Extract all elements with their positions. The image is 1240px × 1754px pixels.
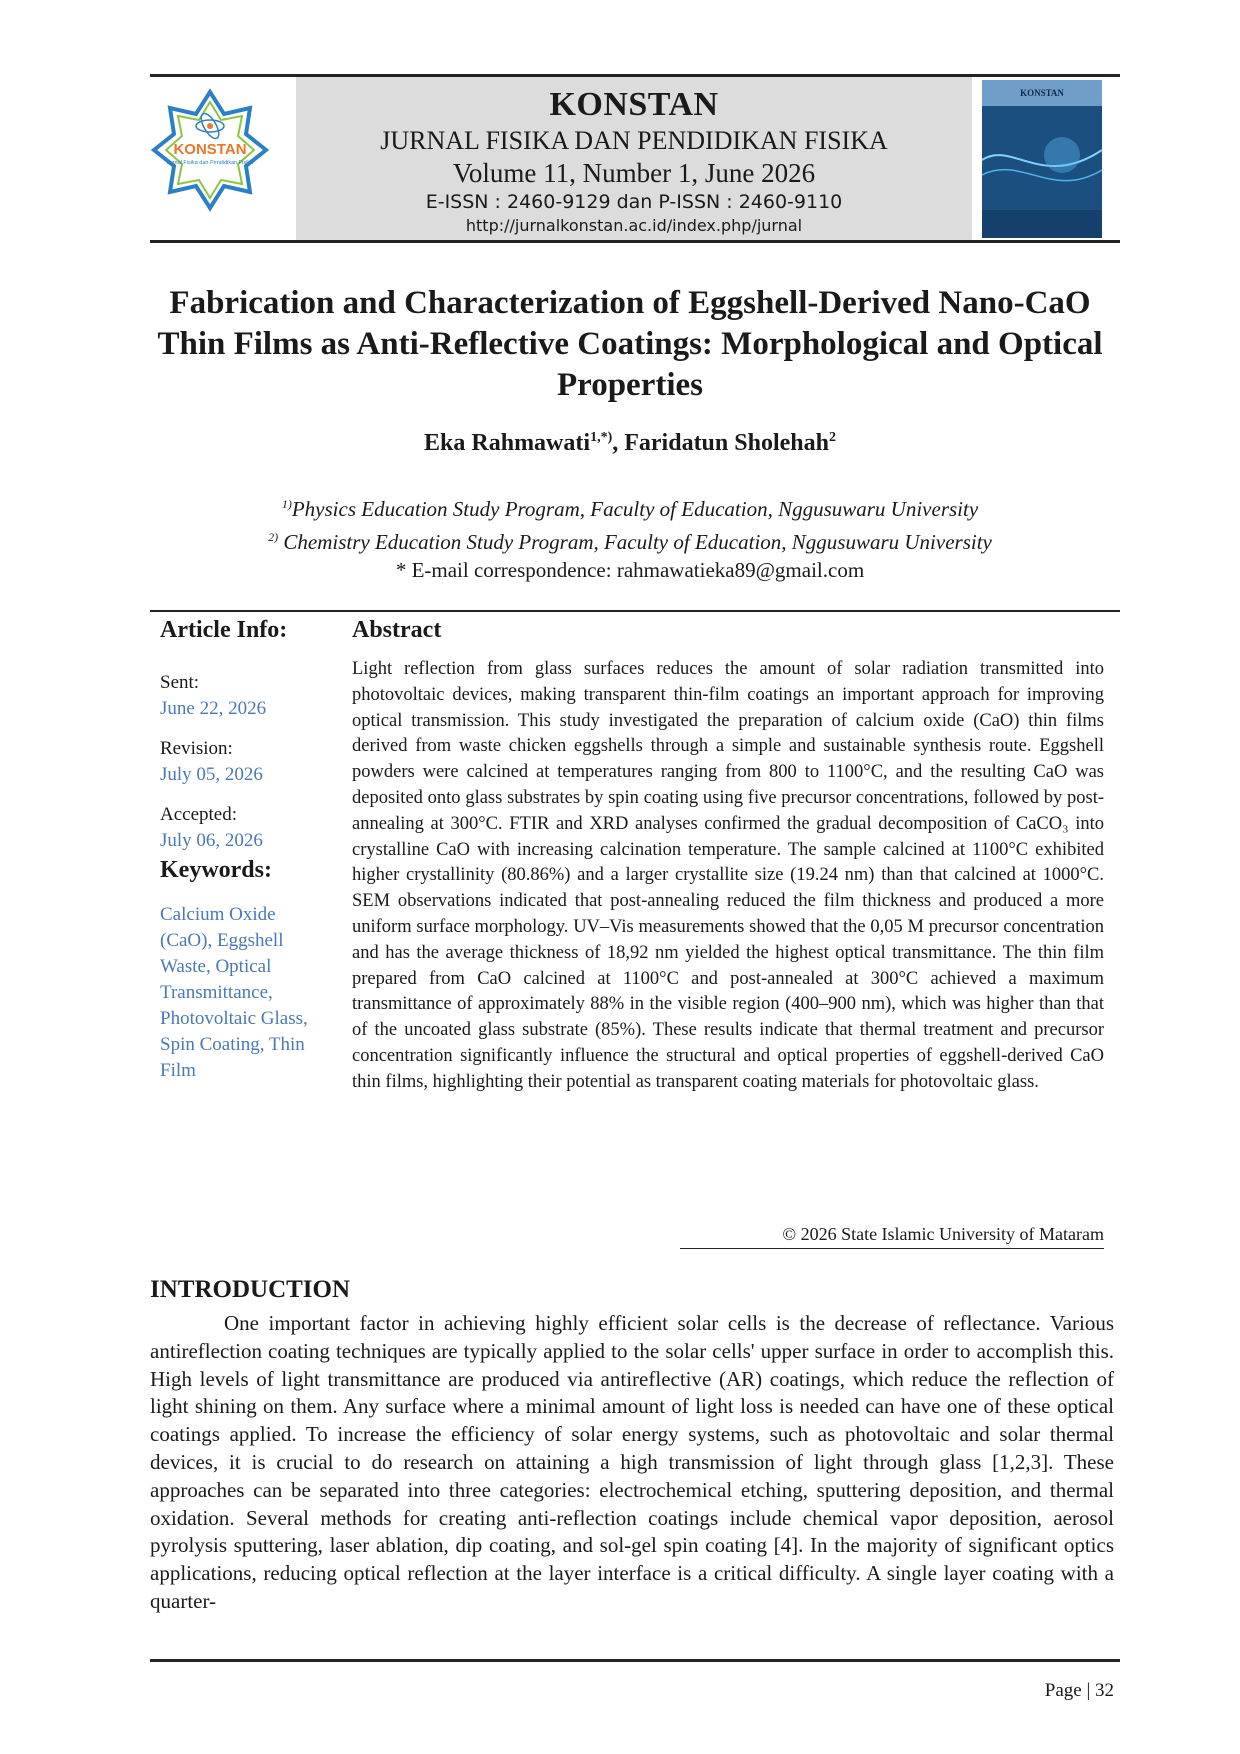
header-bottom-rule xyxy=(150,240,1120,243)
abstract-heading: Abstract xyxy=(352,617,442,643)
revision-label: Revision: xyxy=(160,738,233,759)
accepted-label: Accepted: xyxy=(160,804,238,825)
cover-title: KONSTAN xyxy=(1020,88,1064,98)
keywords-list: Calcium Oxide (CaO), Eggshell Waste, Opt… xyxy=(160,904,308,1081)
logo-text: KONSTAN xyxy=(173,141,246,158)
page-number: Page | 32 xyxy=(900,1680,1114,1702)
journal-issn: E-ISSN : 2460-9129 dan P-ISSN : 2460-911… xyxy=(425,191,843,213)
journal-logo: KONSTAN Jurnal Fisika dan Pendidikan Fis… xyxy=(150,88,270,212)
author-name: Eka Rahmawati xyxy=(424,430,591,456)
logo-atom-core xyxy=(207,123,213,129)
logo-star-outline xyxy=(150,88,270,212)
article-authors: Eka Rahmawati1,*), Faridatun Sholehah2 xyxy=(140,430,1120,457)
sent-date: June 22, 2026 xyxy=(160,698,267,719)
cover-wave-2 xyxy=(982,169,1102,182)
author-name: Faridatun Sholehah xyxy=(624,430,829,456)
introduction-text: One important factor in achieving highly… xyxy=(150,1311,1114,1613)
author-superscript: 1,*) xyxy=(590,430,613,445)
affiliation-line: 2) Chemistry Education Study Program, Fa… xyxy=(140,523,1120,556)
author-separator: , xyxy=(612,430,625,456)
journal-url[interactable]: http://jurnalkonstan.ac.id/index.php/jur… xyxy=(465,216,803,235)
affiliation-marker: 1) xyxy=(281,497,292,511)
affiliation-marker: 2) xyxy=(268,530,279,544)
keywords-heading: Keywords: xyxy=(160,857,272,883)
affiliations: 1)Physics Education Study Program, Facul… xyxy=(140,490,1120,556)
journal-name: KONSTAN xyxy=(549,86,719,123)
article-info-heading: Article Info: xyxy=(160,617,288,643)
header-top-rule xyxy=(150,74,1120,77)
cover-glow xyxy=(1044,137,1080,173)
logo-subtext: Jurnal Fisika dan Pendidikan Fisika xyxy=(167,160,254,166)
copyright-rule xyxy=(680,1248,1104,1249)
journal-volume: Volume 11, Number 1, June 2026 xyxy=(452,158,816,188)
logo-star-inner xyxy=(164,100,256,200)
journal-subtitle: JURNAL FISIKA DAN PENDIDIKAN FISIKA xyxy=(380,126,888,155)
logo-atom-orbit-2 xyxy=(200,112,220,140)
affiliation-text: Chemistry Education Study Program, Facul… xyxy=(278,530,992,554)
page-value: 32 xyxy=(1095,1680,1114,1701)
journal-masthead: KONSTAN JURNAL FISIKA DAN PENDIDIKAN FIS… xyxy=(296,77,972,237)
sent-label: Sent: xyxy=(160,672,200,693)
accepted-date: July 06, 2026 xyxy=(160,830,263,851)
affiliation-text: Physics Education Study Program, Faculty… xyxy=(291,497,979,521)
revision-date: July 05, 2026 xyxy=(160,764,263,785)
cover-top-band xyxy=(982,80,1102,106)
journal-cover-image: KONSTAN xyxy=(982,80,1102,238)
introduction-heading: INTRODUCTION xyxy=(150,1276,351,1303)
copyright-notice: © 2026 State Islamic University of Matar… xyxy=(782,1224,1104,1244)
header-banner xyxy=(296,77,972,240)
logo-atom-orbit xyxy=(195,119,225,133)
section-rule xyxy=(150,610,1120,612)
affiliation-line: 1)Physics Education Study Program, Facul… xyxy=(140,490,1120,523)
abstract-text: Light reflection from glass surfaces red… xyxy=(352,659,1104,1092)
author-superscript: 2 xyxy=(828,430,836,445)
article-info-panel: Article Info: Sent: June 22, 2026 Revisi… xyxy=(160,614,340,854)
cover-bottom-band xyxy=(982,210,1102,238)
page-separator: | xyxy=(1086,1680,1091,1701)
footer-rule xyxy=(150,1659,1120,1662)
page-label: Page xyxy=(1044,1680,1082,1701)
cover-wave xyxy=(982,149,1102,168)
article-title: Fabrication and Characterization of Eggs… xyxy=(157,285,1103,403)
correspondence-email: * E-mail correspondence: rahmawatieka89@… xyxy=(395,558,865,582)
